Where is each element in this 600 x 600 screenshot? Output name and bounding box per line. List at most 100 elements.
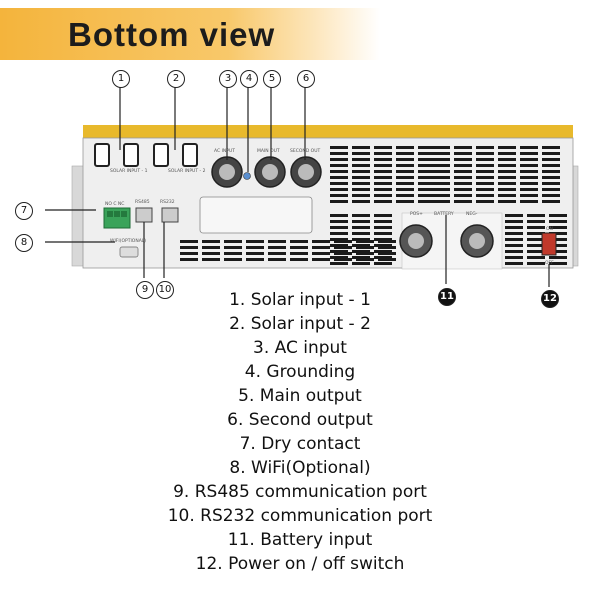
vent-slot — [378, 252, 396, 255]
vent-slot — [352, 238, 370, 241]
vent-slot — [356, 240, 374, 243]
vent-slot — [334, 240, 352, 243]
vent-slot — [454, 176, 472, 179]
battery-label: BATTERY — [434, 211, 454, 217]
vent-slot — [432, 146, 450, 149]
vent-slot — [374, 256, 392, 259]
vent-slot — [352, 170, 370, 173]
vent-slot — [476, 146, 494, 149]
vent-slot — [374, 176, 392, 179]
callout-10: 10 — [156, 281, 174, 299]
vent-slot — [549, 214, 567, 217]
vent-slot — [476, 200, 494, 203]
vent-slot — [432, 194, 450, 197]
vent-slot — [330, 176, 348, 179]
vent-slot — [549, 256, 567, 259]
vent-slot — [527, 226, 545, 229]
callout-4: 4 — [240, 70, 258, 88]
callout-8: 8 — [15, 234, 33, 252]
vent-slot — [454, 146, 472, 149]
vent-slot — [374, 232, 392, 235]
vent-slot — [352, 182, 370, 185]
vent-slot — [520, 194, 538, 197]
vent-slot — [268, 258, 286, 261]
vent-slot — [290, 252, 308, 255]
vent-slot — [432, 158, 450, 161]
vent-slot — [378, 246, 396, 249]
vent-slot — [542, 176, 560, 179]
vent-slot — [542, 146, 560, 149]
vent-slot — [454, 188, 472, 191]
legend-item-3: 3. AC input — [253, 338, 347, 358]
vent-slot — [454, 158, 472, 161]
vent-slot — [268, 240, 286, 243]
vent-slot — [542, 152, 560, 155]
rs232-port: RS232 — [160, 199, 179, 223]
legend-item-10: 10. RS232 communication port — [167, 506, 433, 526]
switch-on-label: ON — [546, 226, 553, 232]
vent-slot — [505, 250, 523, 253]
vent-slot — [542, 188, 560, 191]
vent-slot — [374, 214, 392, 217]
vent-slot — [224, 252, 242, 255]
vent-slot — [202, 252, 220, 255]
vent-slot — [396, 146, 414, 149]
vent-slot — [542, 194, 560, 197]
vent-slot — [330, 182, 348, 185]
vent-slot — [312, 258, 330, 261]
vent-slot — [527, 256, 545, 259]
vent-slot — [498, 158, 516, 161]
vent-slot — [549, 232, 567, 235]
dry-contact-label: NO C NC — [105, 201, 124, 207]
vent-slot — [374, 194, 392, 197]
vent-slot — [520, 176, 538, 179]
vent-slot — [330, 194, 348, 197]
vent-slot — [334, 246, 352, 249]
solar-input-2: SOLAR INPUT - 2 — [153, 143, 206, 174]
vent-slot — [505, 220, 523, 223]
vent-slot — [352, 188, 370, 191]
vent-slot — [330, 214, 348, 217]
vent-slot — [374, 200, 392, 203]
vent-slot — [542, 158, 560, 161]
vent-slot — [498, 164, 516, 167]
vent-slot — [498, 170, 516, 173]
vent-slot — [312, 240, 330, 243]
callout-12: 12 — [541, 290, 559, 308]
vent-slot — [527, 232, 545, 235]
vent-slot — [330, 244, 348, 247]
rs485-label: RS485 — [135, 199, 150, 205]
vent-slot — [432, 152, 450, 155]
vent-slot — [374, 182, 392, 185]
vent-slot — [352, 152, 370, 155]
vent-slot — [330, 238, 348, 241]
vent-slot — [356, 252, 374, 255]
vent-slot — [180, 240, 198, 243]
vent-slot — [330, 170, 348, 173]
vent-slot — [520, 182, 538, 185]
vent-slot — [454, 182, 472, 185]
vent-slot — [268, 246, 286, 249]
dry-contact-terminal: NO C NC — [103, 201, 131, 229]
vent-slot — [374, 170, 392, 173]
vent-slot — [378, 240, 396, 243]
vent-slot — [224, 258, 242, 261]
legend-item-2: 2. Solar input - 2 — [229, 314, 371, 334]
vent-slot — [312, 246, 330, 249]
vent-slot — [352, 194, 370, 197]
vent-slot — [330, 256, 348, 259]
vent-slot — [374, 152, 392, 155]
vent-slot — [330, 200, 348, 203]
vent-slot — [527, 238, 545, 241]
solar-input-1: SOLAR INPUT - 1 — [94, 143, 148, 174]
callout-11: 11 — [438, 288, 456, 306]
vent-slot — [246, 240, 264, 243]
vent-slot — [432, 164, 450, 167]
vent-slot — [476, 152, 494, 155]
vent-slot — [520, 170, 538, 173]
vent-slot — [330, 152, 348, 155]
callout-5: 5 — [263, 70, 281, 88]
vent-slot — [454, 164, 472, 167]
inverter-bottom-diagram: SOLAR INPUT - 1 SOLAR INPUT - 2 AC INPUT… — [45, 86, 579, 287]
vent-slot — [374, 250, 392, 253]
